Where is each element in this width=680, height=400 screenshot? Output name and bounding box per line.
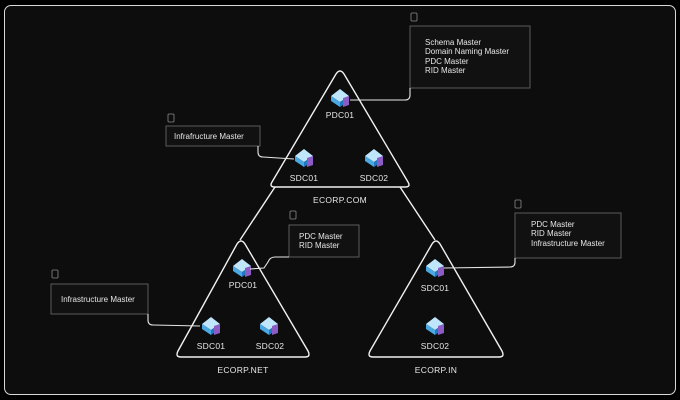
server-label-in-sdc02: SDC02 xyxy=(421,341,449,351)
role-text: Infrastructure Master xyxy=(531,239,605,248)
role-text: RID Master xyxy=(531,229,572,238)
note-marker xyxy=(289,210,297,220)
role-text: Infrastructure Master xyxy=(61,295,135,304)
domain-ecorp-net: PDC01 SDC01 SDC02 ECORP.NET xyxy=(176,240,310,375)
note-marker xyxy=(51,269,59,279)
role-text: PDC Master xyxy=(425,57,469,66)
role-text: Infrafructure Master xyxy=(174,132,244,141)
role-text: Schema Master xyxy=(425,38,481,47)
role-connector xyxy=(147,314,201,327)
domain-triangle-ecorp-com xyxy=(270,70,410,188)
role-box-net-pdc xyxy=(288,224,360,258)
trust-link-com-net xyxy=(239,186,276,241)
role-box-net-sdc01 xyxy=(50,283,149,315)
server-label-com-sdc02: SDC02 xyxy=(360,173,388,183)
note-marker xyxy=(514,199,522,209)
server-icon-net-sdc02 xyxy=(260,317,278,335)
role-connector xyxy=(350,88,411,101)
server-icon-in-sdc01 xyxy=(426,259,444,277)
role-text: Domain Naming Master xyxy=(425,47,509,56)
domain-triangle-ecorp-net xyxy=(176,240,310,358)
role-box-com-pdc xyxy=(409,25,531,89)
server-label-net-sdc02: SDC02 xyxy=(256,341,284,351)
server-label-com-sdc01: SDC01 xyxy=(290,173,318,183)
role-note-in-sdc01: PDC Master RID Master Infrastructure Mas… xyxy=(443,199,622,269)
role-text: PDC Master xyxy=(531,220,575,229)
server-label-in-sdc01: SDC01 xyxy=(421,283,449,293)
role-text: RID Master xyxy=(299,241,340,250)
server-icon-in-sdc02 xyxy=(426,317,444,335)
role-note-com-sdc01: Infrafructure Master xyxy=(165,113,295,160)
role-connector xyxy=(443,258,516,269)
domain-triangle-ecorp-in xyxy=(368,240,504,358)
server-icon-net-pdc xyxy=(233,259,251,277)
domain-label-ecorp-net: ECORP.NET xyxy=(217,365,268,375)
role-text: PDC Master xyxy=(299,232,343,241)
server-label-net-pdc: PDC01 xyxy=(229,280,257,290)
note-marker xyxy=(410,12,418,22)
domain-label-ecorp-in: ECORP.IN xyxy=(415,365,457,375)
server-icon-com-sdc02 xyxy=(365,149,383,167)
role-text: RID Master xyxy=(425,66,466,75)
domain-ecorp-in: SDC01 SDC02 ECORP.IN xyxy=(368,240,504,375)
domain-label-ecorp-com: ECORP.COM xyxy=(313,195,367,205)
server-icon-net-sdc01 xyxy=(202,317,220,335)
role-connector xyxy=(249,256,289,270)
role-note-com-pdc: Schema Master Domain Naming Master PDC M… xyxy=(350,12,531,101)
role-box-in-sdc01 xyxy=(514,212,622,259)
role-connector xyxy=(257,146,295,160)
note-marker xyxy=(167,113,175,123)
role-box-com-sdc01 xyxy=(165,125,261,147)
server-icon-com-pdc xyxy=(331,89,349,107)
server-icon-com-sdc01 xyxy=(295,149,313,167)
diagram-frame xyxy=(4,5,676,395)
server-label-net-sdc01: SDC01 xyxy=(197,341,225,351)
role-note-net-sdc01: Infrastructure Master xyxy=(50,269,201,327)
trust-link-com-in xyxy=(399,186,436,241)
role-note-net-pdc: PDC Master RID Master xyxy=(249,210,360,270)
domain-ecorp-com: PDC01 SDC01 SDC02 ECORP.COM xyxy=(270,70,410,205)
server-label-com-pdc: PDC01 xyxy=(326,110,354,120)
